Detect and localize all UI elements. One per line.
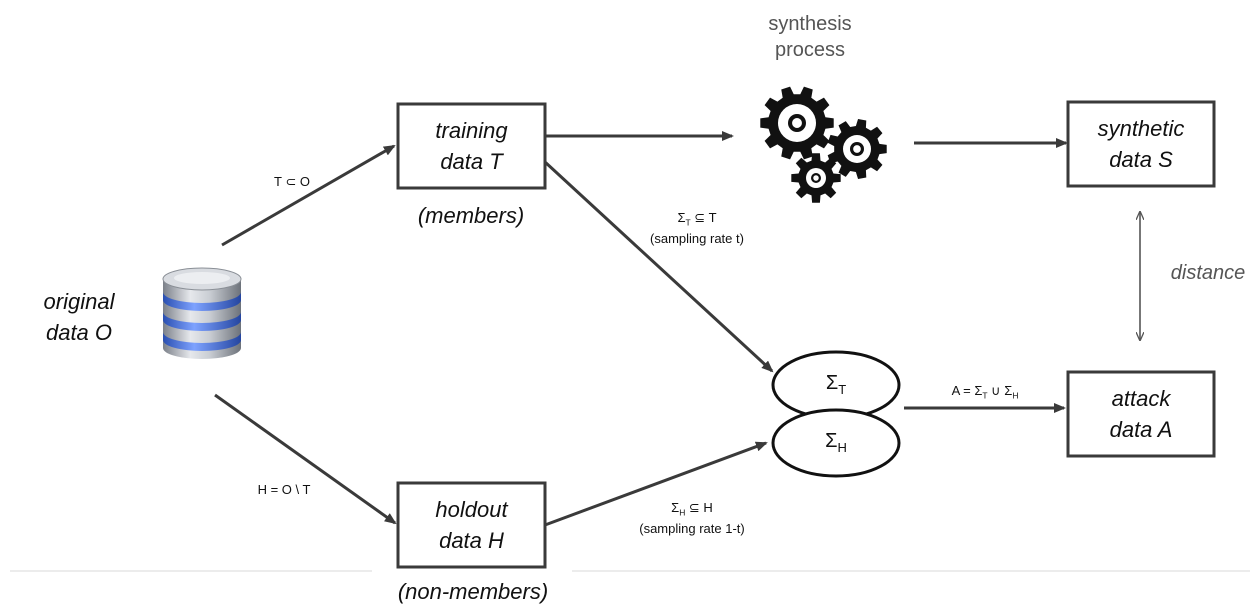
- non-members-label: (non-members): [397, 579, 549, 604]
- sigma-h-label: ΣH: [806, 430, 866, 455]
- sigma-h-base: Σ: [825, 430, 838, 452]
- original-line2: data O: [45, 320, 113, 345]
- training-line1: training: [435, 118, 508, 143]
- edge-o-to-t-label: T ⊂ O: [274, 174, 310, 189]
- gearBig-center: [792, 118, 802, 128]
- edge-o-to-h-label: H = O \ T: [257, 482, 311, 497]
- edge-h-to-sigma-formula: ΣH ⊆ H: [612, 500, 772, 521]
- original-label: original data O: [14, 286, 144, 348]
- arrow-original-to-training: [221, 144, 396, 247]
- attack-line2: data A: [1109, 417, 1173, 442]
- arrow-training-to-sigma-t: [543, 160, 774, 373]
- edge-t-to-sigma-label: ΣT ⊆ T (sampling rate t): [622, 210, 772, 247]
- arrow-holdout-to-sigma-h: [544, 441, 768, 527]
- original-line1: original: [43, 289, 115, 314]
- gearSmall-center: [813, 175, 819, 181]
- gearRight-center: [853, 145, 861, 153]
- edge-h-sigma-sub: H: [679, 507, 686, 518]
- synthetic-box: [1066, 100, 1216, 188]
- sigma-h-ellipse: [771, 408, 901, 478]
- members-label: (members): [417, 203, 525, 228]
- synthesis-line2: process: [774, 39, 846, 61]
- sigma-t-label: ΣT: [806, 372, 866, 397]
- holdout-label: holdout data H: [398, 494, 545, 556]
- edge-sigma-to-a-label: A = ΣT ∪ ΣH: [930, 383, 1040, 404]
- training-label: training data T: [398, 115, 545, 177]
- synthesis-line1: synthesis: [768, 13, 852, 35]
- database-icon: [162, 267, 242, 359]
- edge-t-to-sigma-rate: (sampling rate t): [650, 230, 744, 246]
- holdout-line1: holdout: [435, 497, 508, 522]
- sigma-h-sub: H: [837, 440, 847, 455]
- distance-label: distance: [1170, 262, 1246, 284]
- synthetic-line1: synthetic: [1097, 116, 1185, 141]
- edge-t-sigma-sub: T: [685, 217, 691, 228]
- sigma-t-base: Σ: [825, 372, 839, 394]
- synthetic-line2: data S: [1109, 147, 1173, 172]
- edge-t-sigma-rest: ⊆ T: [690, 210, 717, 225]
- sigma-t-sub: T: [838, 382, 847, 397]
- holdout-box: [396, 481, 547, 569]
- gear-icon: [760, 86, 887, 203]
- edge-h-sigma-base: Σ: [671, 500, 680, 515]
- edge-t-to-sigma-formula: ΣT ⊆ T: [622, 210, 772, 231]
- edge-t-sigma-base: Σ: [677, 210, 686, 225]
- attack-label: attack data A: [1068, 383, 1214, 445]
- arrow-original-to-holdout: [214, 393, 397, 525]
- attack-line1: attack: [1111, 386, 1171, 411]
- edge-h-to-sigma-label: ΣH ⊆ H (sampling rate 1-t): [612, 500, 772, 537]
- edge-a-mid: ∪ Σ: [987, 383, 1013, 398]
- edge-a-sub1: T: [982, 390, 988, 401]
- synthetic-label: synthetic data S: [1068, 113, 1214, 175]
- attack-box: [1066, 370, 1216, 458]
- training-box: [396, 102, 547, 190]
- holdout-line2: data H: [439, 528, 504, 553]
- synthesis-process-label: synthesis process: [750, 11, 870, 63]
- edge-h-to-sigma-rate: (sampling rate 1-t): [639, 520, 745, 536]
- edge-a-sub2: H: [1012, 390, 1019, 401]
- edge-h-sigma-rest: ⊆ H: [685, 500, 713, 515]
- edge-a-prefix: A = Σ: [951, 383, 983, 398]
- training-line2: data T: [440, 149, 503, 174]
